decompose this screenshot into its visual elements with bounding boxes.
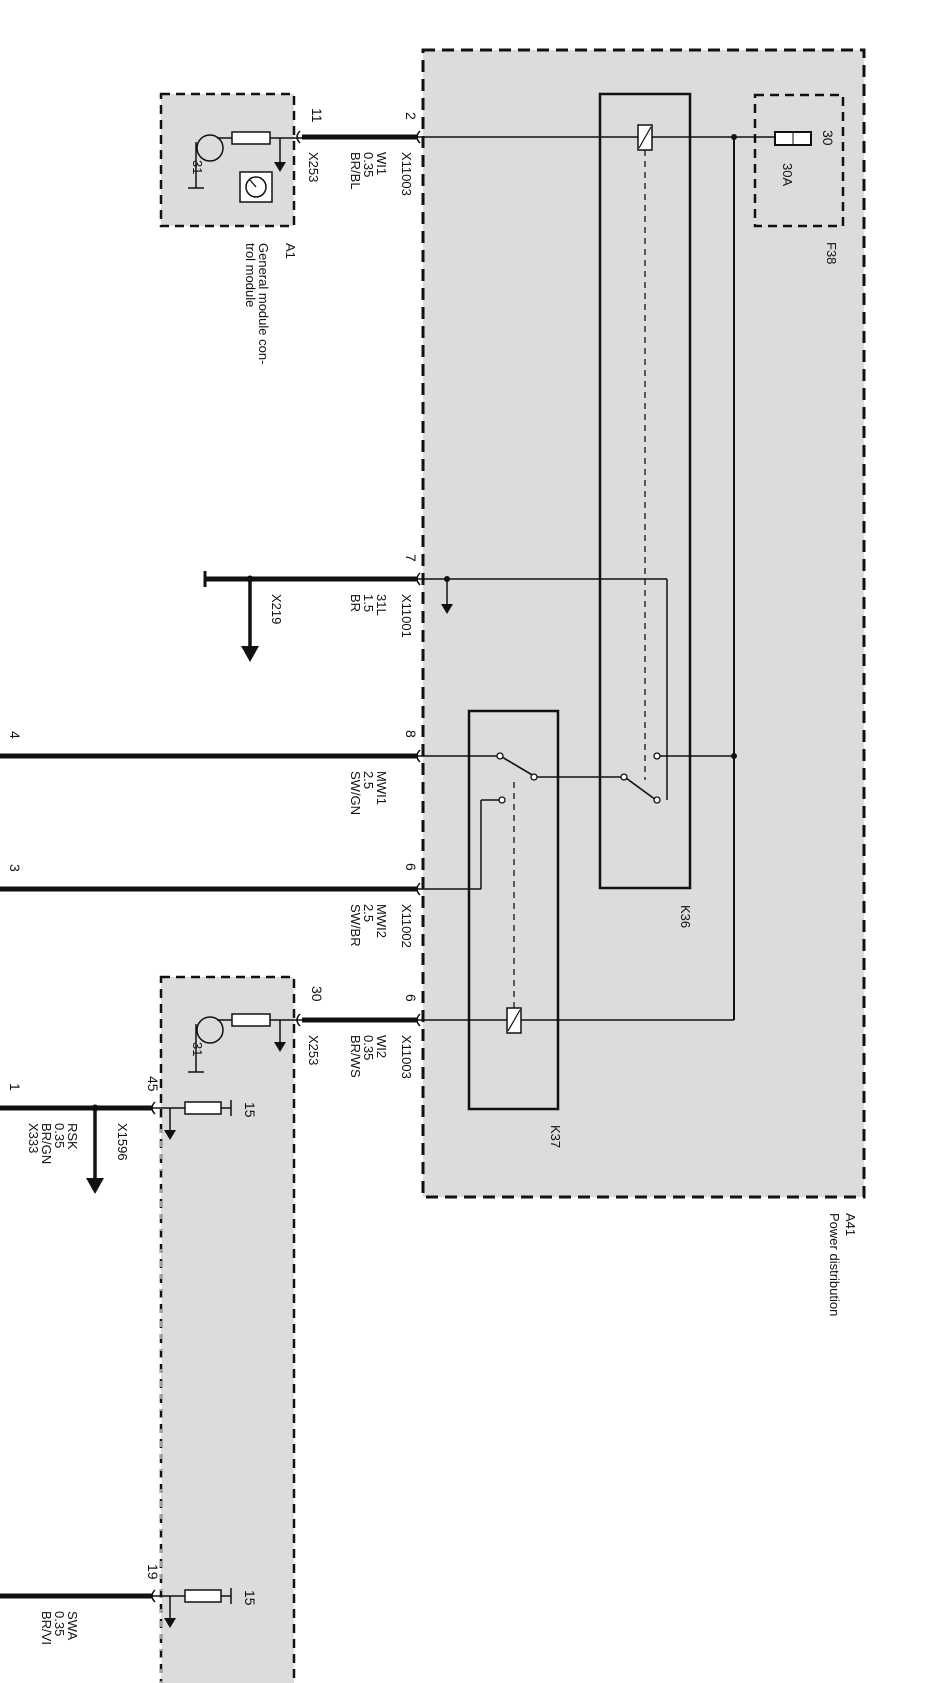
k36-relay-box — [598, 92, 692, 890]
w6-color: BR/GN — [39, 1123, 54, 1164]
a1-arrow-icon — [274, 162, 286, 172]
k37-relay-box — [467, 709, 560, 1111]
k36-switch-contact — [625, 777, 657, 801]
a1-id: A1 — [283, 243, 298, 259]
w5-connector-a1: X253 — [306, 1035, 321, 1065]
w5-connector: X11003 — [399, 1035, 414, 1079]
k36-id: K36 — [678, 905, 693, 928]
w4-pin-a41: 6 — [403, 863, 419, 871]
w1-color: BR/BL — [348, 152, 363, 190]
w3-pin-a41: 8 — [403, 730, 419, 738]
w1-name: WI1 — [374, 152, 389, 175]
w3-color: SW/GN — [348, 771, 363, 815]
w1-connector-a1: X253 — [306, 152, 321, 182]
a1-lower-transistor-icon — [196, 1016, 224, 1044]
w2-pin-a41: 7 — [403, 554, 419, 562]
w1-pin-a1: 11 — [309, 108, 325, 123]
a41-module-box — [421, 48, 866, 1199]
w2-name: 31L — [374, 594, 389, 616]
x1596-arrow-icon — [86, 1178, 104, 1194]
k37-switch-contact — [501, 756, 535, 777]
w5-name: WI2 — [374, 1035, 389, 1058]
w6-ref: X1596 — [115, 1123, 130, 1161]
f38-fuse-box — [753, 93, 845, 228]
w1-gauge: 0.35 — [361, 152, 376, 177]
w4-far-pin: 3 — [7, 864, 23, 872]
w3-far-pin: 4 — [7, 731, 23, 739]
w7-color: BR/VI — [39, 1611, 54, 1645]
w4-connector: X11002 — [399, 904, 414, 948]
w6-name: RSK — [65, 1123, 80, 1150]
w5-pin-a41: 6 — [403, 994, 419, 1002]
k37-id: K37 — [548, 1125, 563, 1148]
f38-id: F38 — [824, 242, 839, 264]
w5-gauge: 0.35 — [361, 1035, 376, 1060]
a1-lower-module-box — [159, 975, 296, 1683]
a1-lower-resistor — [231, 1013, 271, 1027]
labels: A41 Power distribution 30 30A F38 K36 K3… — [7, 108, 858, 1645]
w4-name: MWI2 — [374, 904, 389, 938]
w1-connector: X11003 — [399, 152, 414, 196]
w2-color: BR — [348, 594, 363, 612]
a1-name-line1: General module con- — [256, 243, 271, 364]
x219-arrow-icon — [241, 646, 259, 662]
f38-pin: 30 — [820, 130, 836, 146]
w4-color: SW/BR — [348, 904, 363, 947]
w7-pin: 19 — [145, 1564, 161, 1580]
ground-arrow-icon — [441, 604, 453, 614]
w6-far-pin: 1 — [7, 1083, 23, 1091]
w5-pin-a1: 30 — [309, 986, 325, 1002]
a1-resistor — [231, 131, 271, 145]
a41-name: Power distribution — [827, 1213, 842, 1316]
w6-connector: X333 — [26, 1123, 41, 1153]
a1-name-line2: trol module — [243, 243, 258, 307]
w5-ground: 31 — [190, 1042, 205, 1056]
w7-terminal: 15 — [242, 1590, 258, 1606]
a1-transistor-icon — [196, 134, 224, 162]
w6-pin: 45 — [145, 1076, 161, 1092]
w3-name: MWI1 — [374, 771, 389, 805]
w2-ref: X219 — [269, 594, 284, 624]
w7-gauge: 0.35 — [52, 1611, 67, 1636]
w5-color: BR/WS — [348, 1035, 363, 1078]
w1-pin-a41: 2 — [403, 112, 419, 120]
a41-id: A41 — [843, 1213, 858, 1236]
a1-module-box — [159, 92, 296, 228]
w4-gauge: 2.5 — [361, 904, 376, 922]
w7-name: SWA — [65, 1611, 80, 1640]
w6-gauge: 0.35 — [52, 1123, 67, 1148]
w2-gauge: 1.5 — [361, 594, 376, 612]
w6-terminal: 15 — [242, 1102, 258, 1118]
w3-gauge: 2.5 — [361, 771, 376, 789]
w2-connector: X11001 — [399, 594, 414, 638]
f38-rating: 30A — [780, 163, 795, 186]
w1-ground: 31 — [190, 160, 205, 174]
